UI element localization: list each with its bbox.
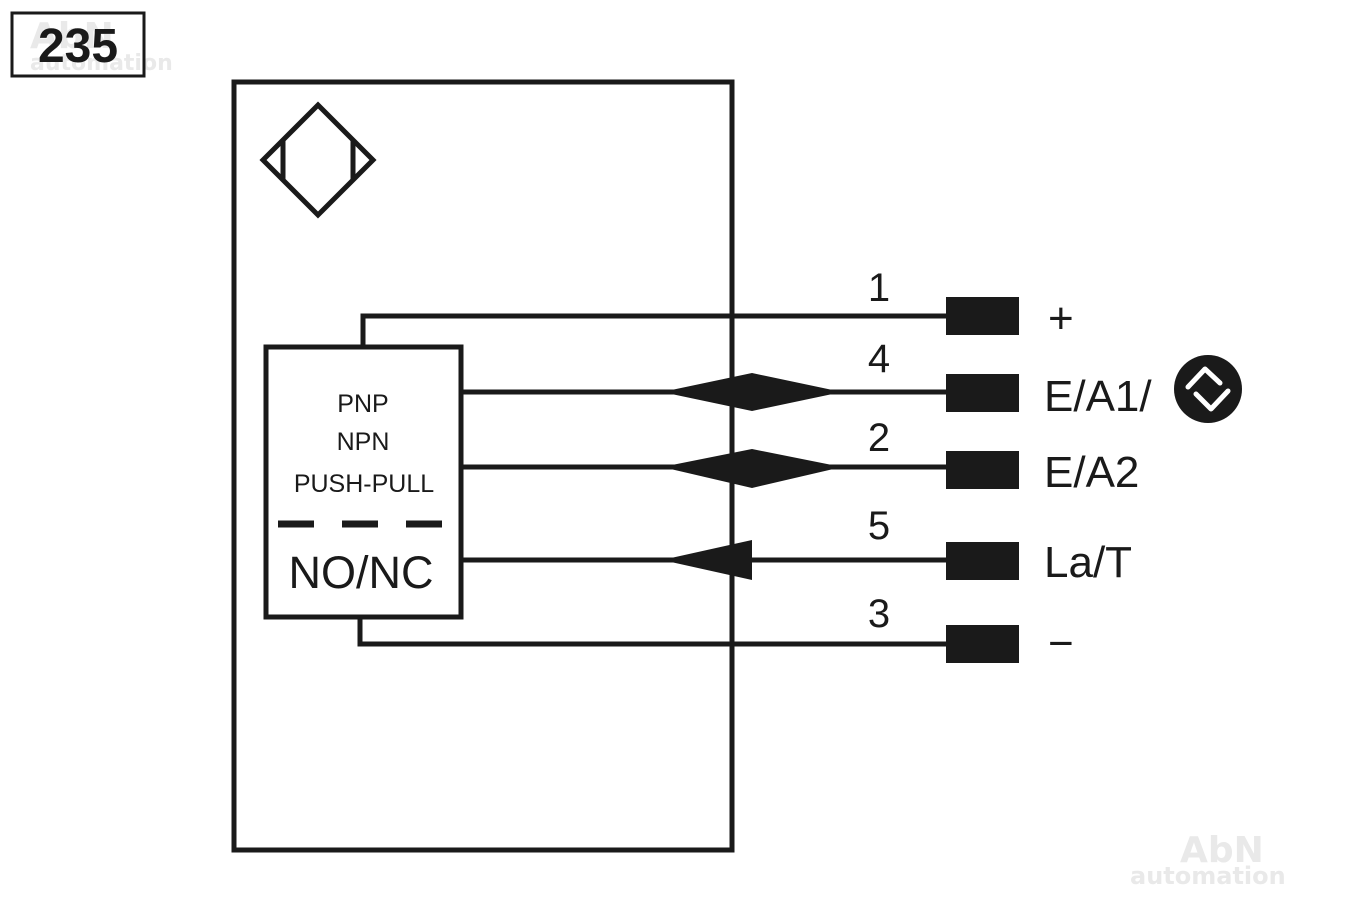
output-mode: NO/NC xyxy=(289,547,434,598)
wire-pin-2 xyxy=(461,449,946,488)
pin-number-2: 2 xyxy=(868,416,890,460)
pin-label-4: E/A1/ xyxy=(1044,372,1152,421)
pin-number-1: 1 xyxy=(868,266,890,310)
wire-pin-3 xyxy=(357,617,946,647)
inductive-sensor-diamond-icon xyxy=(259,101,377,219)
pin-label-1: + xyxy=(1048,294,1074,343)
terminal-pin-1 xyxy=(946,297,1019,335)
pin-number-3: 3 xyxy=(868,592,890,636)
watermark-bottom-sub: automation xyxy=(1130,862,1286,890)
watermark-top: AbN xyxy=(30,16,114,57)
watermark-bottom: AbN xyxy=(1180,830,1264,871)
watermark-top-sub: automation xyxy=(30,51,173,76)
output-type-npn: NPN xyxy=(337,428,390,456)
wire-pin-1 xyxy=(360,313,946,347)
io-link-icon xyxy=(1174,355,1242,423)
diagram-number-box xyxy=(10,11,146,78)
pin-number-5: 5 xyxy=(868,504,890,548)
terminal-pin-4 xyxy=(946,374,1019,412)
pin-label-2: E/A2 xyxy=(1044,448,1139,497)
output-type-pnp: PNP xyxy=(337,390,388,418)
diagram-number: 235 xyxy=(38,20,118,73)
output-type-push-pull: PUSH-PULL xyxy=(294,470,434,498)
input-arrow-icon xyxy=(662,540,752,580)
bidirectional-arrow-icon xyxy=(662,449,842,488)
wire-pin-4 xyxy=(461,373,946,411)
terminal-pin-2 xyxy=(946,451,1019,489)
pin-number-4: 4 xyxy=(868,337,890,381)
bidirectional-arrow-icon xyxy=(662,373,842,411)
pin-label-3: − xyxy=(1048,619,1074,668)
terminal-pin-5 xyxy=(946,542,1019,580)
terminal-pin-3 xyxy=(946,625,1019,663)
pin-label-5: La/T xyxy=(1044,538,1132,587)
wire-pin-5 xyxy=(461,540,946,580)
